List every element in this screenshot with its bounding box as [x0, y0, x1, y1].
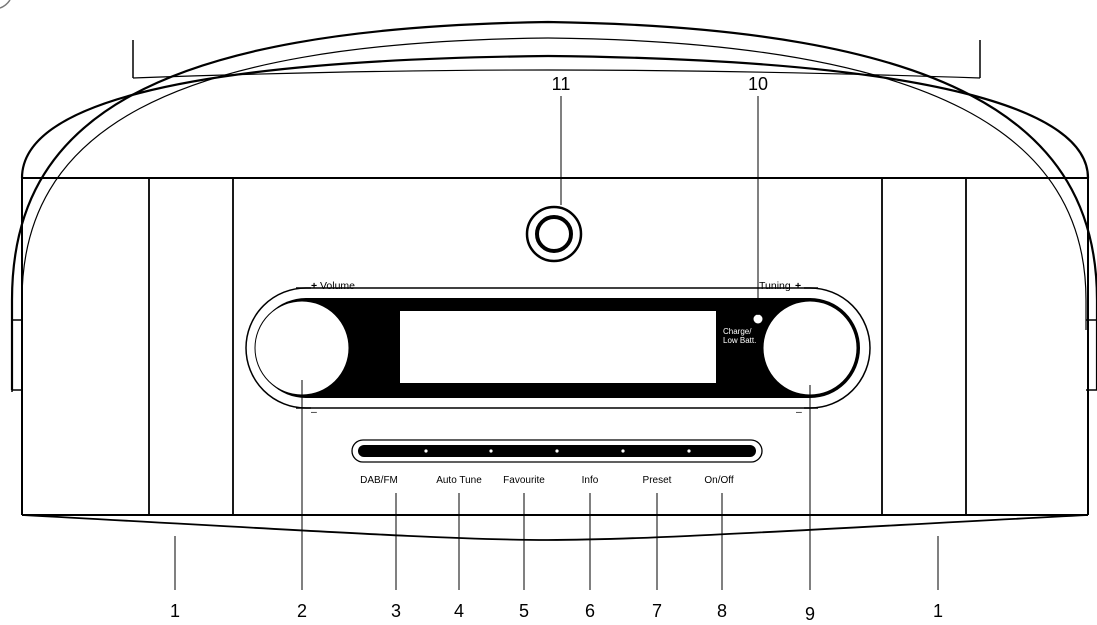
auto-tune-button[interactable]: Auto Tune [436, 475, 482, 486]
button-divider [687, 449, 691, 453]
volume-minus: – [311, 406, 317, 418]
callout-5: 5 [519, 601, 529, 621]
led-label-line2: Low Batt. [723, 336, 756, 345]
carry-handle-inner [21, 37, 1087, 330]
callout-8: 8 [717, 601, 727, 621]
callout-6: 6 [585, 601, 595, 621]
headphone-socket-inner [535, 215, 573, 253]
cabinet-top [20, 54, 1090, 179]
preset-button[interactable]: Preset [643, 475, 672, 486]
callout-4: 4 [454, 601, 464, 621]
volume-label: Volume [320, 280, 355, 292]
lid-edge [132, 69, 981, 79]
tuning-label: Tuning [759, 280, 791, 292]
callout-9: 9 [805, 604, 815, 624]
tuning-knob[interactable] [762, 300, 858, 396]
button-divider [621, 449, 625, 453]
callout-2: 2 [297, 601, 307, 621]
corner-mark [0, 0, 11, 9]
button-divider [489, 449, 493, 453]
button-divider [555, 449, 559, 453]
carry-handle [10, 20, 1097, 390]
tuning-plus: + [795, 280, 801, 292]
callout-7: 7 [652, 601, 662, 621]
tuning-minus: – [796, 406, 802, 418]
on-off-button[interactable]: On/Off [704, 475, 733, 486]
callout-1-left: 1 [170, 601, 180, 621]
favourite-button[interactable]: Favourite [503, 475, 545, 486]
charge-led [753, 314, 763, 324]
callout-1-right: 1 [933, 601, 943, 621]
callout-11: 11 [552, 74, 571, 94]
cabinet-base [21, 514, 1089, 541]
info-button[interactable]: Info [582, 475, 599, 486]
handle-end-left [11, 319, 22, 392]
dab-fm-button[interactable]: DAB/FM [360, 475, 398, 486]
button-divider [424, 449, 428, 453]
volume-plus: + [311, 280, 317, 292]
callout-10: 10 [748, 74, 768, 94]
display-screen [400, 311, 716, 383]
led-label-line1: Charge/ [723, 327, 752, 336]
callout-3: 3 [391, 601, 401, 621]
